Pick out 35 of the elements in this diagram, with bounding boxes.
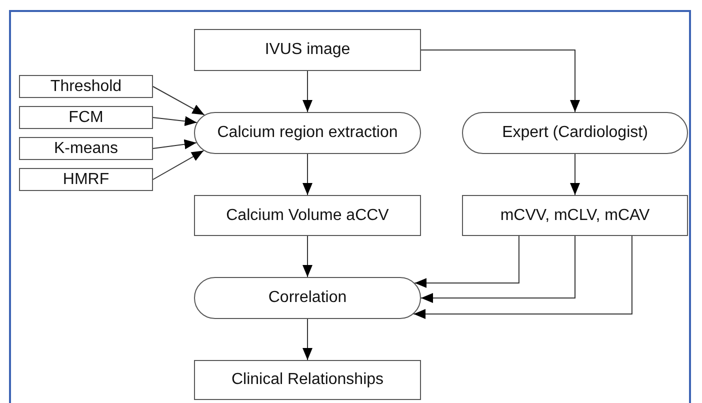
process-box (462, 195, 688, 236)
process-box (19, 106, 153, 129)
arrow (414, 236, 520, 288)
node-label: Threshold (50, 78, 122, 96)
arrow (302, 154, 312, 196)
arrow (152, 139, 197, 150)
node-label: Calcium region extraction (217, 124, 398, 142)
arrow (302, 236, 312, 278)
node-label: IVUS image (264, 41, 350, 59)
terminal-box (194, 112, 421, 154)
process-box (194, 360, 421, 400)
arrow (152, 86, 205, 116)
process-box (19, 137, 153, 160)
node-label: Correlation (268, 289, 347, 307)
arrow (152, 116, 198, 126)
node-label: Clinical Relationships (231, 371, 384, 389)
node-label: Calcium Volume aCCV (226, 206, 389, 224)
node-label: K-means (54, 140, 118, 158)
arrow (420, 50, 580, 112)
arrow (152, 150, 204, 180)
terminal-box (194, 277, 421, 319)
arrow (420, 236, 576, 303)
arrow (302, 318, 312, 360)
terminal-box (462, 112, 688, 154)
process-box (19, 168, 153, 191)
node-label: FCM (68, 108, 104, 126)
process-box (194, 195, 421, 236)
arrow (413, 236, 632, 319)
arrow (570, 154, 580, 196)
arrow (302, 70, 312, 112)
node-label: HMRF (62, 170, 110, 188)
node-label: Expert (Cardiologist) (502, 124, 648, 142)
process-box (194, 29, 421, 71)
node-label: mCVV, mCLV, mCAV (500, 206, 650, 224)
process-box (19, 75, 153, 98)
